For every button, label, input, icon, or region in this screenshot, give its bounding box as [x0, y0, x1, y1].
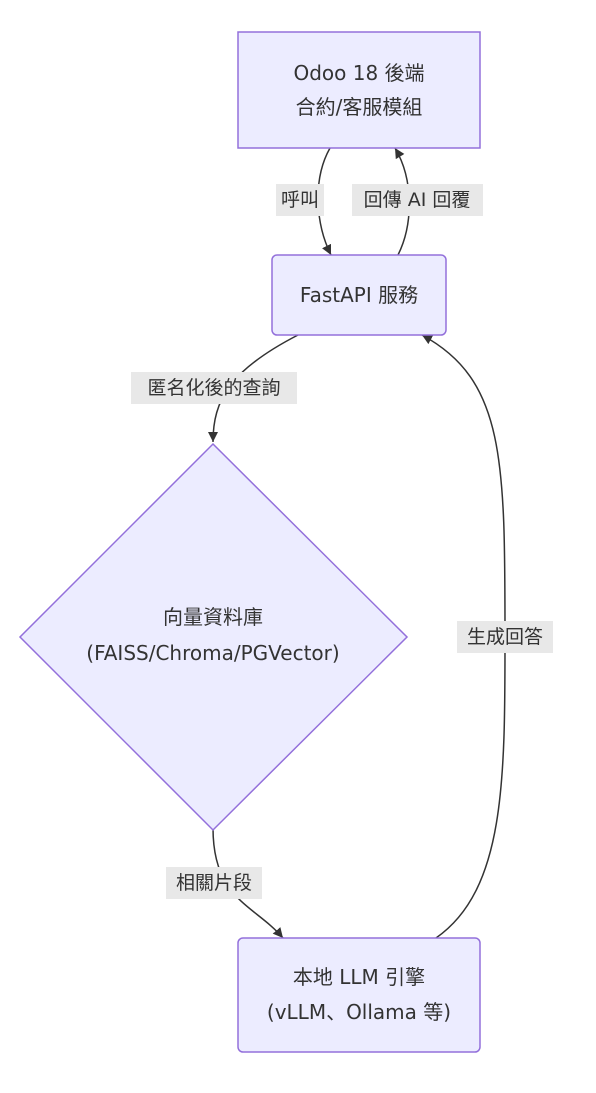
- edge-label-anonymized-query: 匿名化後的查詢: [131, 372, 297, 404]
- edge-label-call-text: 呼叫: [281, 189, 319, 211]
- node-local-llm-engine-line1: 本地 LLM 引擎: [293, 965, 425, 989]
- edge-label-relevant-chunks-text: 相關片段: [176, 872, 252, 894]
- node-local-llm-engine-line2: (vLLM、Ollama 等): [267, 1000, 451, 1024]
- edge-label-generate-answer: 生成回答: [457, 621, 553, 653]
- edge-label-return-ai-reply: 回傳 AI 回覆: [352, 184, 483, 216]
- edge-labels: 呼叫 回傳 AI 回覆 匿名化後的查詢 相關片段 生成回答: [131, 184, 553, 899]
- node-fastapi-service-label: FastAPI 服務: [300, 283, 418, 307]
- node-odoo-backend: Odoo 18 後端 合約/客服模組: [237, 31, 481, 149]
- edge-label-call: 呼叫: [276, 184, 324, 216]
- node-local-llm-engine: 本地 LLM 引擎 (vLLM、Ollama 等): [237, 937, 481, 1053]
- edge-label-return-ai-reply-text: 回傳 AI 回覆: [364, 189, 471, 211]
- node-odoo-backend-line2: 合約/客服模組: [296, 95, 423, 119]
- node-vector-database: 向量資料庫 (FAISS/Chroma/PGVector): [18, 442, 409, 832]
- node-vector-database-line2: (FAISS/Chroma/PGVector): [86, 641, 339, 665]
- node-vector-database-line1: 向量資料庫: [163, 605, 263, 629]
- node-fastapi-service: FastAPI 服務: [271, 254, 447, 336]
- node-odoo-backend-line1: Odoo 18 後端: [293, 61, 424, 85]
- edge-label-anonymized-query-text: 匿名化後的查詢: [147, 377, 280, 399]
- edge-label-relevant-chunks: 相關片段: [166, 867, 262, 899]
- edge-label-generate-answer-text: 生成回答: [467, 626, 543, 648]
